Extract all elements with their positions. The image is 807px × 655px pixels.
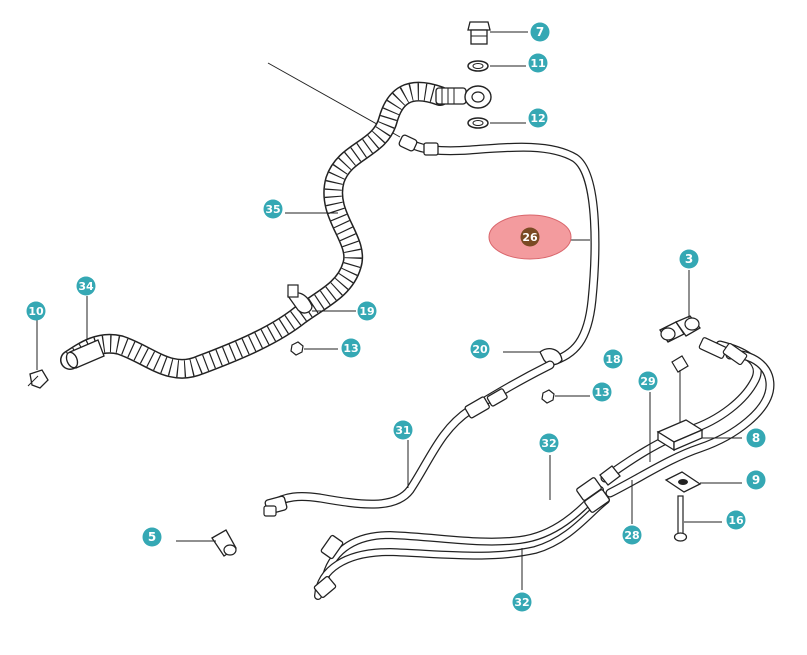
callout-3[interactable]: 3: [679, 249, 699, 269]
callout-13a[interactable]: 13: [341, 338, 361, 358]
callout-20[interactable]: 20: [470, 339, 490, 359]
callout-11[interactable]: 11: [528, 53, 548, 73]
callout-label: 3: [685, 252, 693, 266]
callout-label: 34: [78, 280, 94, 293]
callout-26[interactable]: 26: [488, 214, 572, 260]
callout-label: 8: [752, 431, 760, 445]
callout-badge: [539, 433, 559, 453]
callout-badge: [520, 227, 540, 247]
callout-badge: [357, 301, 377, 321]
banjo-bolt-7[interactable]: [467, 21, 491, 45]
callout-badge: [142, 527, 162, 547]
callout-label: 31: [395, 424, 410, 437]
clamp-19[interactable]: [287, 284, 313, 314]
banjo-fitting[interactable]: [435, 85, 492, 109]
clamp-block-8[interactable]: [656, 419, 704, 452]
callout-label: 35: [265, 203, 280, 216]
callout-label: 28: [624, 529, 639, 542]
callout-badge: [393, 420, 413, 440]
screw-16[interactable]: [673, 495, 688, 542]
callout-badge: [470, 339, 490, 359]
callout-label: 20: [472, 343, 488, 356]
callout-35[interactable]: 35: [263, 199, 283, 219]
callout-13b[interactable]: 13: [592, 382, 612, 402]
callout-badge: [512, 592, 532, 612]
fitting-10[interactable]: [27, 320, 49, 389]
plate-9[interactable]: [664, 471, 702, 493]
hose-26[interactable]: [398, 134, 600, 367]
callout-badge: [528, 53, 548, 73]
callout-32a[interactable]: 32: [539, 433, 559, 453]
callout-label: 13: [343, 342, 358, 355]
callout-badge: [528, 108, 548, 128]
callout-badge: [603, 349, 623, 369]
hose-31[interactable]: [264, 360, 555, 515]
callout-9[interactable]: 9: [746, 470, 766, 490]
callout-layer: 7 11 12 35 26 3 10 34 19 13 20 18 29 13 31 32 8 9 5 28 16 32: [26, 22, 766, 612]
callout-label: 11: [530, 57, 545, 70]
callout-badge: [263, 199, 283, 219]
callout-label: 5: [148, 530, 156, 544]
callout-10[interactable]: 10: [26, 301, 46, 321]
callout-badge: [592, 382, 612, 402]
callout-29[interactable]: 29: [638, 371, 658, 391]
callout-label: 9: [752, 473, 760, 487]
washer-11[interactable]: [467, 60, 489, 72]
callout-28[interactable]: 28: [622, 525, 642, 545]
hose-28-29-pair[interactable]: [599, 340, 775, 498]
callout-label: 26: [522, 231, 538, 244]
callout-5[interactable]: 5: [142, 527, 162, 547]
callout-label: 10: [28, 305, 44, 318]
callout-badge: [679, 249, 699, 269]
callout-label: 29: [640, 375, 655, 388]
callout-16[interactable]: 16: [726, 510, 746, 530]
callout-badge: [26, 301, 46, 321]
callout-label: 18: [605, 353, 620, 366]
callout-32b[interactable]: 32: [512, 592, 532, 612]
clip-18[interactable]: [671, 355, 689, 373]
callout-label: 13: [594, 386, 609, 399]
nut-13-a[interactable]: [290, 341, 304, 356]
washer-12[interactable]: [467, 117, 489, 129]
callout-31[interactable]: 31: [393, 420, 413, 440]
callout-badge: [746, 470, 766, 490]
hose-32-pair[interactable]: [313, 477, 610, 600]
callout-label: 19: [359, 305, 374, 318]
hose-35-spiral-guard[interactable]: [60, 81, 450, 379]
callout-label: 16: [728, 514, 744, 527]
callout-12[interactable]: 12: [528, 108, 548, 128]
nut-13-b[interactable]: [541, 389, 555, 404]
callout-18[interactable]: 18: [603, 349, 623, 369]
callout-badge: [638, 371, 658, 391]
callout-label: 32: [514, 596, 529, 609]
callout-badge: [76, 276, 96, 296]
callout-badge: [622, 525, 642, 545]
callout-label: 12: [530, 112, 545, 125]
callout-8[interactable]: 8: [746, 428, 766, 448]
callout-34[interactable]: 34: [76, 276, 96, 296]
callout-badge: [530, 22, 550, 42]
callout-badge: [746, 428, 766, 448]
hose-34-end[interactable]: [64, 339, 105, 369]
callout-badge: [726, 510, 746, 530]
elbow-5[interactable]: [211, 505, 277, 557]
callout-label: 32: [541, 437, 556, 450]
callout-7[interactable]: 7: [530, 22, 550, 42]
callout-label: 7: [536, 25, 544, 39]
callout-19[interactable]: 19: [357, 301, 377, 321]
callout-badge: [341, 338, 361, 358]
fittings-3[interactable]: [659, 315, 748, 366]
